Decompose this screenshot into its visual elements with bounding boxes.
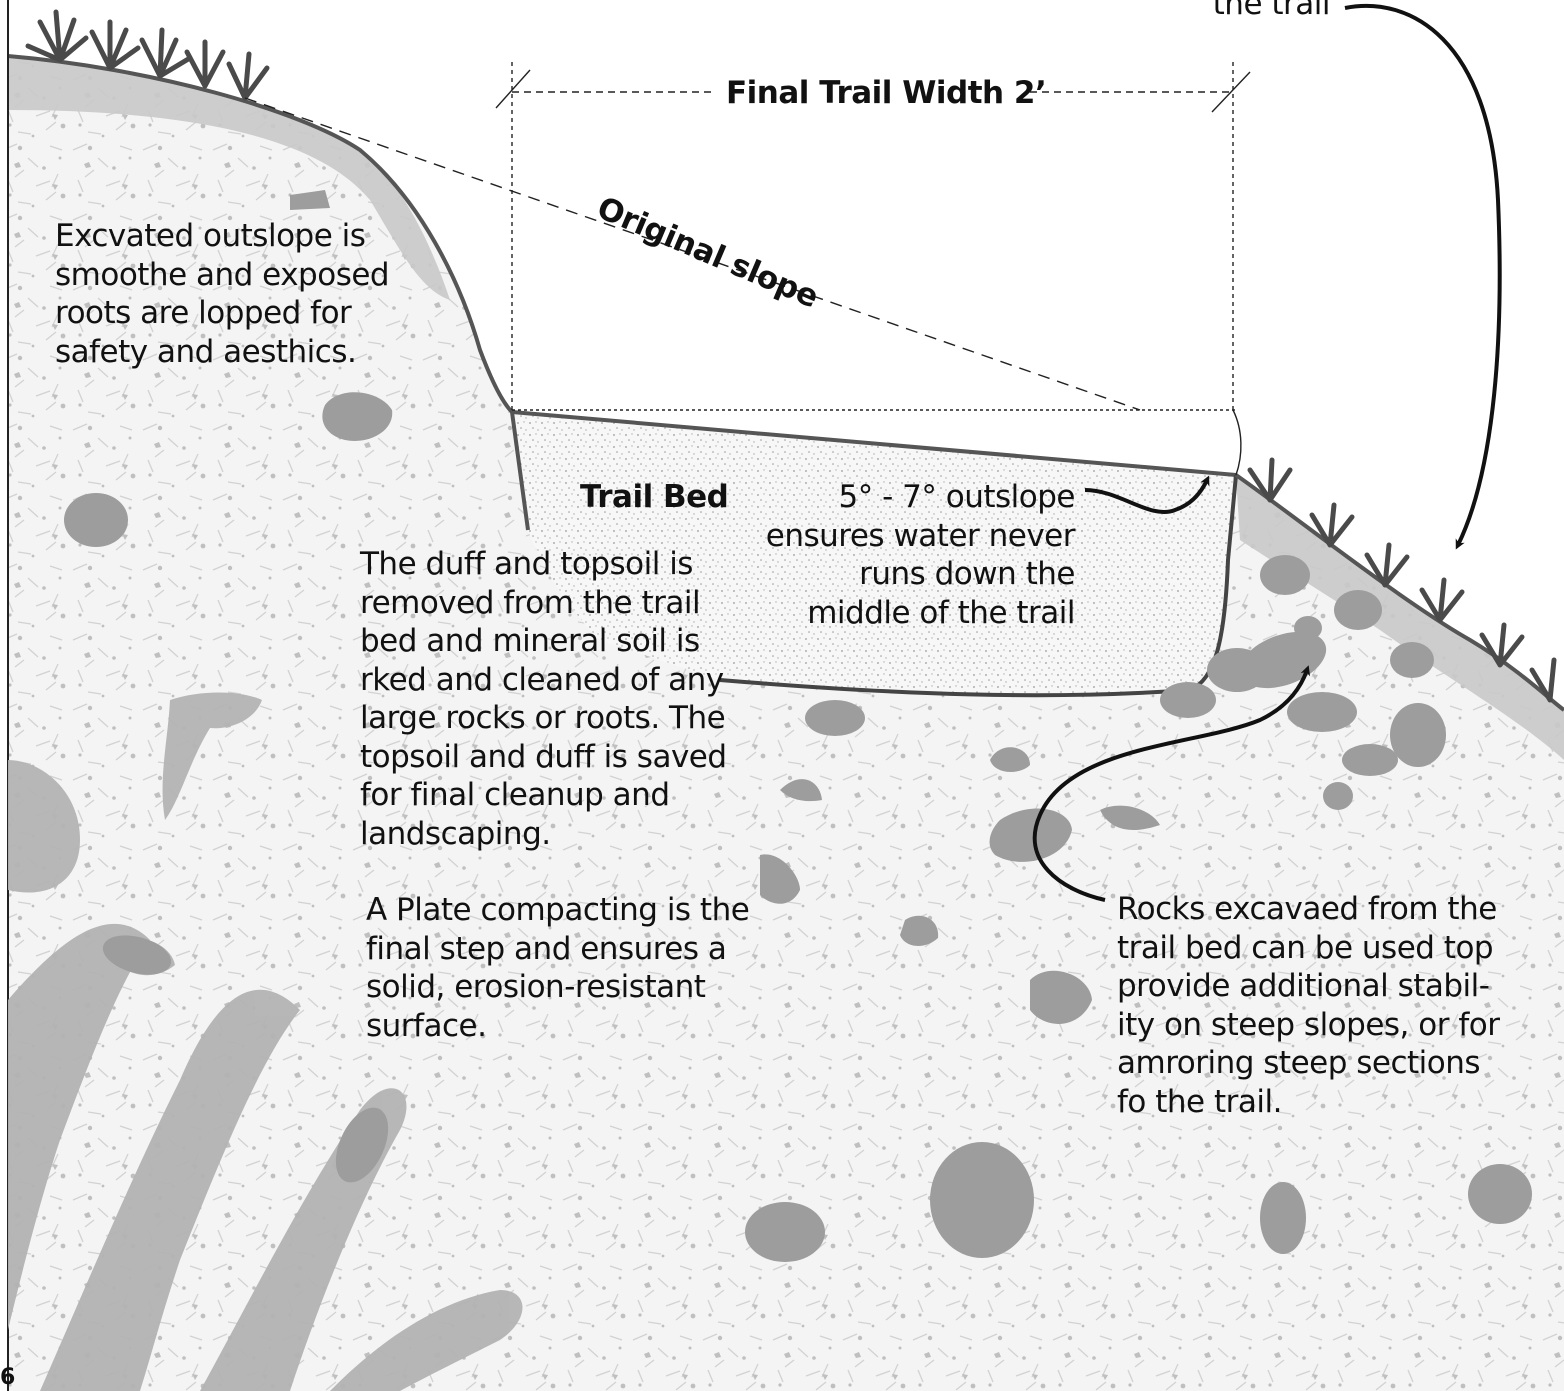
- text-line: topsoil and duff is saved: [360, 738, 727, 777]
- rock-icon: [930, 1142, 1034, 1258]
- grass-tuft-icon: [92, 22, 138, 68]
- text-line: safety and aesthics.: [55, 333, 389, 372]
- grass-tuft-icon: [142, 30, 190, 76]
- trail-bed-label: Trail Bed: [580, 478, 728, 517]
- text-line: removed from the trail: [360, 584, 727, 623]
- text-line: rked and cleaned of any: [360, 661, 727, 700]
- text-line: smoothe and exposed: [55, 256, 389, 295]
- text-line: landscaping.: [360, 815, 727, 854]
- rock-icon: [1260, 1182, 1306, 1254]
- rock-icon: [805, 700, 865, 736]
- text-line: bed and mineral soil is: [360, 622, 727, 661]
- text-line: roots are lopped for: [55, 294, 389, 333]
- text-line: fo the trail.: [1117, 1083, 1499, 1122]
- text-line: 5° - 7° outslope: [750, 478, 1075, 517]
- width-dim-tick-left: [496, 70, 530, 108]
- text-line: Rocks excavaed from the: [1117, 890, 1499, 929]
- rock-icon: [1160, 682, 1216, 718]
- text-line: runs down the: [750, 555, 1075, 594]
- final-trail-width-label: Final Trail Width 2’: [726, 74, 1046, 113]
- text-line: The duff and topsoil is: [360, 545, 727, 584]
- top-right-label-fragment: the trail: [1150, 0, 1330, 24]
- rock-icon: [1390, 703, 1446, 767]
- text-line: solid, erosion-resistant: [366, 968, 749, 1007]
- page-number: 6: [0, 1366, 15, 1390]
- grass-tuft-icon: [187, 42, 223, 86]
- rock-icon: [745, 1202, 825, 1262]
- rock-icon: [1468, 1164, 1532, 1224]
- grass-tuft-icon: [229, 54, 267, 98]
- text-line: amroring steep sections: [1117, 1044, 1499, 1083]
- text-line: ensures water never: [750, 517, 1075, 556]
- outslope-angle-arc: [1233, 410, 1241, 475]
- arrow-icon: [1345, 6, 1500, 545]
- rock-icon: [1390, 642, 1434, 678]
- text-line: A Plate compacting is the: [366, 891, 749, 930]
- text-line: middle of the trail: [750, 594, 1075, 633]
- rock-icon: [1294, 616, 1322, 640]
- rock-icon: [1334, 590, 1382, 630]
- text-line: surface.: [366, 1007, 749, 1046]
- text-line: final step and ensures a: [366, 930, 749, 969]
- text-line: ity on steep slopes, or for: [1117, 1006, 1499, 1045]
- grass-tuft-icon: [28, 12, 86, 60]
- text-line: trail bed can be used top: [1117, 929, 1499, 968]
- rock-icon: [1342, 744, 1398, 776]
- text-line: provide additional stabil-: [1117, 967, 1499, 1006]
- rock-icon: [64, 493, 128, 547]
- text-line: for final cleanup and: [360, 776, 727, 815]
- text-line: Excvated outslope is: [55, 217, 389, 256]
- rock-icon: [1260, 555, 1310, 595]
- rock-icon: [1287, 692, 1357, 732]
- rock-icon: [1323, 782, 1353, 810]
- text-line: large rocks or roots. The: [360, 699, 727, 738]
- width-dim-tick-right: [1212, 72, 1250, 112]
